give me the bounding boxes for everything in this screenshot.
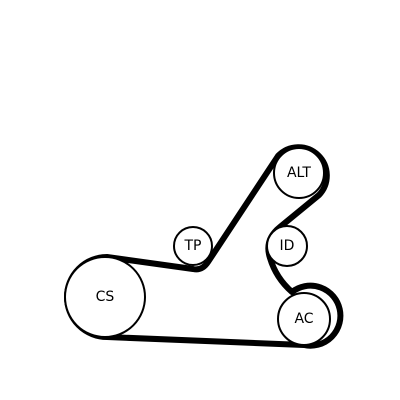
- pulley-alt-circle: [273, 147, 325, 199]
- pulley-id: ID: [266, 225, 308, 267]
- pulley-cs-circle: [64, 256, 146, 338]
- pulley-cs: CS: [64, 256, 146, 338]
- pulley-ac: AC: [277, 292, 331, 346]
- pulley-cs-label: CS: [96, 289, 115, 305]
- pulley-alt-label: ALT: [287, 165, 311, 181]
- pulley-tp: TP: [173, 226, 213, 266]
- pulley-alt: ALT: [273, 147, 325, 199]
- pulley-ac-label: AC: [294, 311, 313, 327]
- pulley-ac-circle: [277, 292, 331, 346]
- pulley-tp-circle: [173, 226, 213, 266]
- pulley-tp-label: TP: [184, 238, 202, 254]
- pulley-id-circle: [266, 225, 308, 267]
- pulley-id-label: ID: [280, 238, 295, 254]
